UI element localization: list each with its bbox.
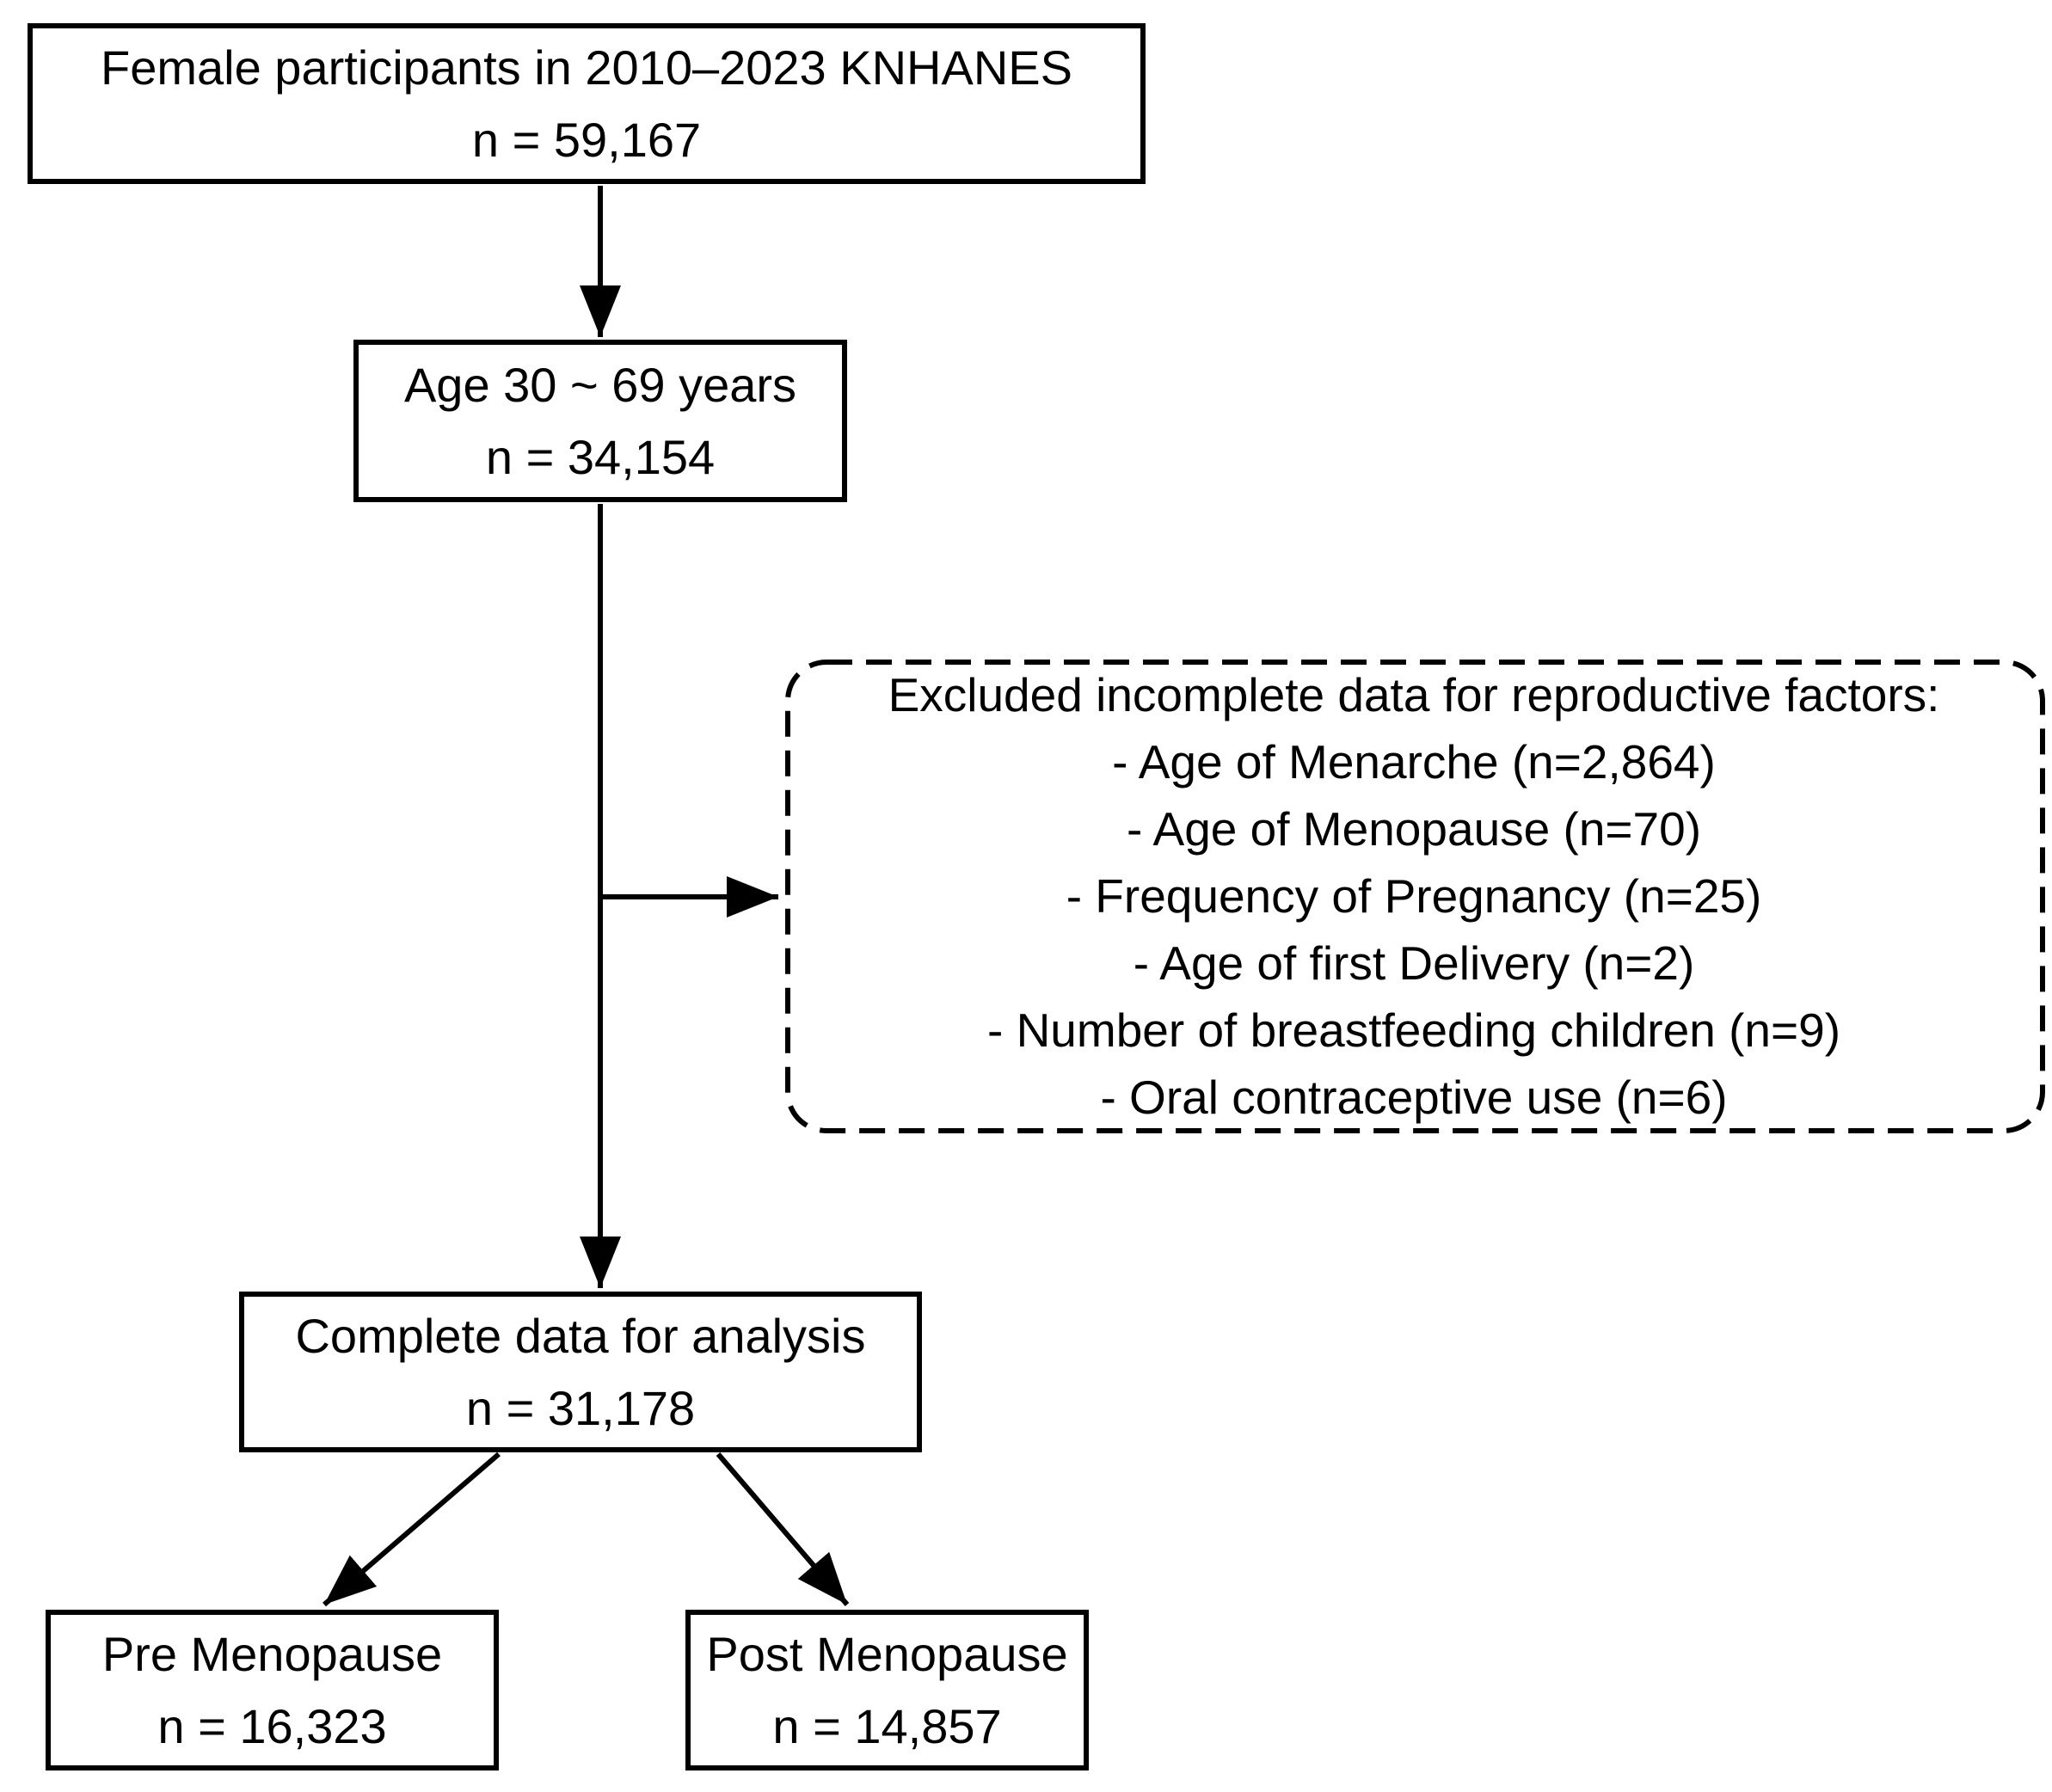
pre-menopause-label: Pre Menopause: [101, 1626, 443, 1681]
complete-data-count: n = 31,178: [465, 1380, 696, 1435]
post-menopause-box: Post Menopause n = 14,857: [685, 1610, 1089, 1771]
pre-menopause-box: Pre Menopause n = 16,323: [46, 1610, 499, 1771]
complete-data-box: Complete data for analysis n = 31,178: [239, 1292, 922, 1452]
arrow-complete-to-pre: [323, 1451, 501, 1607]
source-population-label: Female participants in 2010–2023 KNHANES: [101, 40, 1072, 95]
age-filter-label: Age 30 ~ 69 years: [403, 357, 797, 412]
source-population-box: Female participants in 2010–2023 KNHANES…: [28, 23, 1146, 184]
source-population-count: n = 59,167: [471, 112, 702, 167]
post-menopause-label: Post Menopause: [706, 1626, 1068, 1681]
complete-data-label: Complete data for analysis: [295, 1308, 866, 1363]
exclusion-box: Excluded incomplete data for reproductiv…: [785, 660, 2043, 1131]
pre-menopause-count: n = 16,323: [157, 1698, 387, 1753]
exclusion-item-breastfeeding: - Number of breastfeeding children (n=9): [986, 1003, 1841, 1057]
age-filter-count: n = 34,154: [485, 429, 716, 484]
exclusion-item-pregnancy: - Frequency of Pregnancy (n=25): [1066, 868, 1762, 923]
post-menopause-count: n = 14,857: [772, 1698, 1002, 1753]
exclusion-box-border: [785, 660, 2045, 1133]
arrow-complete-to-post: [716, 1452, 850, 1606]
age-filter-box: Age 30 ~ 69 years n = 34,154: [353, 340, 847, 502]
exclusion-title: Excluded incomplete data for reproductiv…: [888, 667, 1940, 721]
exclusion-item-oral-contraceptive: - Oral contraceptive use (n=6): [1100, 1070, 1728, 1124]
exclusion-item-menarche: - Age of Menarche (n=2,864): [1112, 734, 1716, 789]
exclusion-item-menopause: - Age of Menopause (n=70): [1126, 801, 1702, 856]
exclusion-item-first-delivery: - Age of first Delivery (n=2): [1133, 936, 1695, 990]
